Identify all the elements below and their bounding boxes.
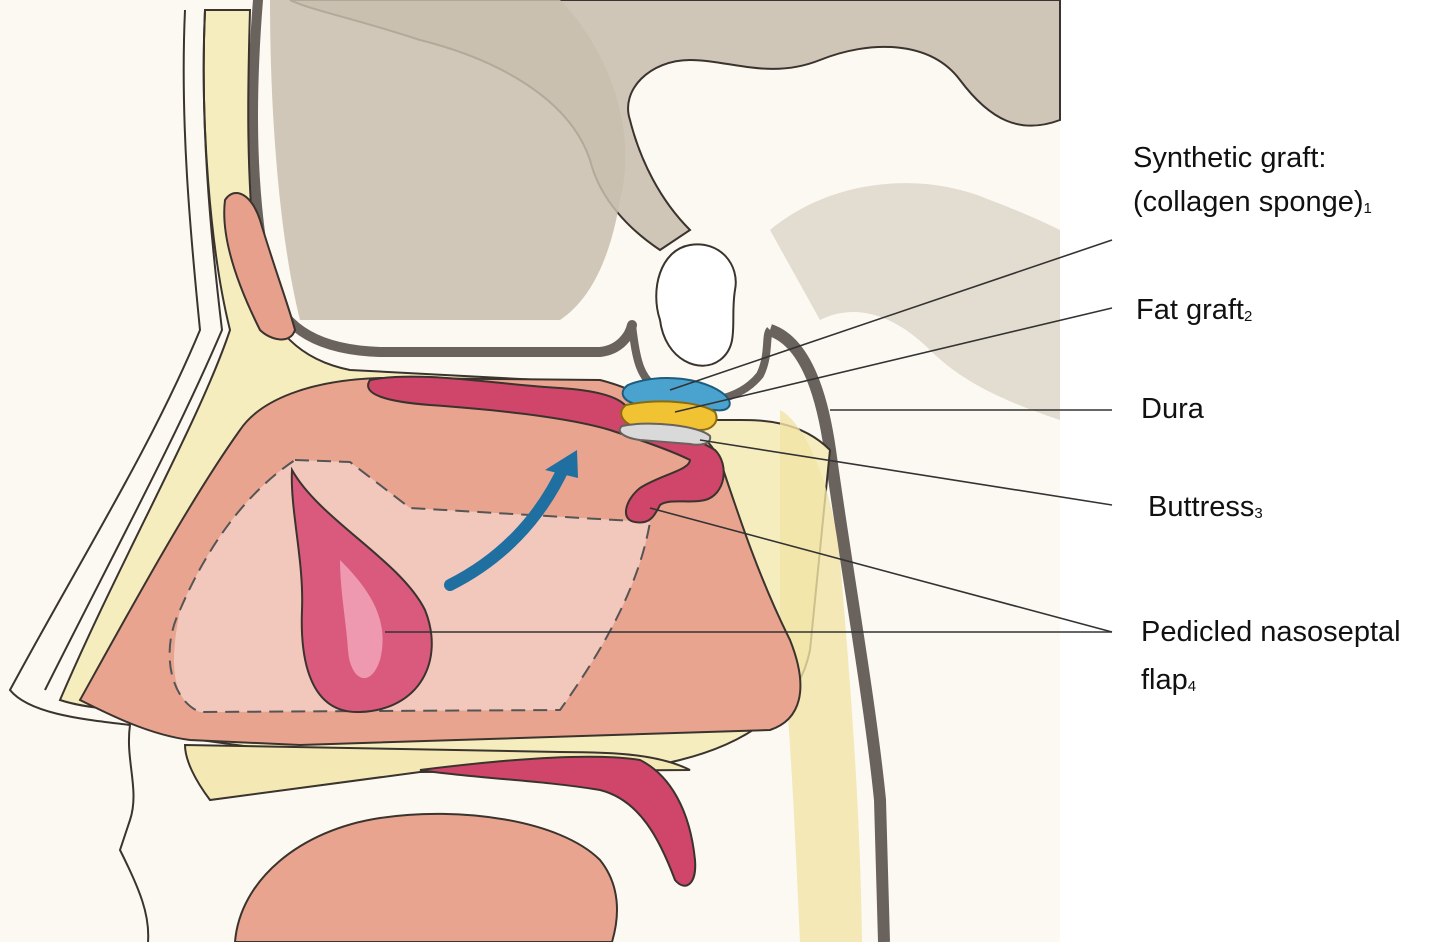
footnote-4: 4: [1188, 678, 1196, 695]
frontal-lobe: [270, 0, 625, 320]
label-pedicled-flap-line2: flap4: [1141, 666, 1196, 695]
label-synthetic-graft-text: (collagen sponge): [1133, 186, 1364, 218]
footnote-2: 2: [1244, 308, 1252, 325]
label-synthetic-graft-line1: Synthetic graft:: [1133, 144, 1326, 173]
footnote-1: 1: [1364, 200, 1372, 217]
label-synthetic-graft-line2: (collagen sponge)1: [1133, 188, 1372, 217]
label-pedicled-flap-text: flap: [1141, 664, 1188, 696]
label-fat-graft-text: Fat graft: [1136, 294, 1244, 326]
label-buttress-text: Buttress: [1148, 491, 1254, 523]
footnote-3: 3: [1254, 505, 1262, 522]
label-buttress: Buttress3: [1148, 493, 1263, 522]
label-dura: Dura: [1141, 395, 1204, 424]
label-fat-graft: Fat graft2: [1136, 296, 1252, 325]
label-pedicled-flap-line1: Pedicled nasoseptal: [1141, 618, 1401, 647]
